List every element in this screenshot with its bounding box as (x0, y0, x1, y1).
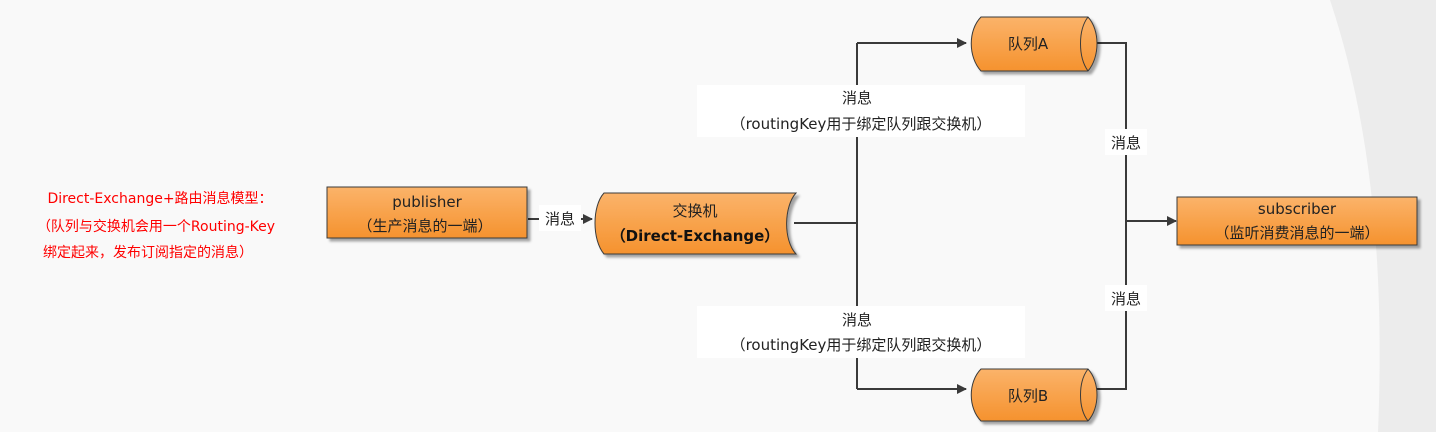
exchange-subtitle: （Direct-Exchange） (611, 227, 780, 245)
title-note-line-1: Direct-Exchange+路由消息模型： (47, 190, 272, 207)
edge-label-line-2: （routingKey用于绑定队列跟交换机） (731, 336, 992, 354)
edge-label-queue-b-subscriber: 消息 (1105, 285, 1147, 311)
queue-a-node[interactable]: 队列A (970, 16, 1098, 72)
subscriber-node[interactable]: subscriber （监听消费消息的一端） (1176, 196, 1418, 246)
exchange-node[interactable]: 交换机 （Direct-Exchange） (594, 192, 798, 255)
edge-label-line-1: 消息 (842, 311, 872, 329)
edge-label-publisher-exchange: 消息 (539, 205, 581, 231)
edge-label-text: 消息 (545, 210, 575, 228)
queue-b-label: 队列B (1008, 387, 1048, 405)
queue-a-label: 队列A (1008, 35, 1049, 53)
edge-label-line-2: （routingKey用于绑定队列跟交换机） (731, 115, 992, 133)
edge-label-text: 消息 (1111, 134, 1141, 152)
edge-label-queue-a-subscriber: 消息 (1105, 129, 1147, 155)
edge-label-exchange-queue-b: 消息 （routingKey用于绑定队列跟交换机） (697, 306, 1025, 358)
publisher-title: publisher (392, 193, 462, 211)
edge-label-line-1: 消息 (842, 89, 872, 107)
edge-queue-a-out (1094, 42, 1127, 223)
edge-label-exchange-queue-a: 消息 （routingKey用于绑定队列跟交换机） (697, 85, 1025, 137)
exchange-title: 交换机 (672, 202, 717, 220)
subscriber-subtitle: （监听消费消息的一端） (1214, 224, 1379, 242)
publisher-node[interactable]: publisher （生产消息的一端） (326, 186, 528, 239)
edge-label-text: 消息 (1111, 290, 1141, 308)
queue-b-node[interactable]: 队列B (970, 368, 1098, 422)
publisher-subtitle: （生产消息的一端） (357, 217, 492, 235)
edge-queue-b-out (1094, 223, 1127, 390)
title-note: Direct-Exchange+路由消息模型： （队列与交换机会用一个Routi… (37, 190, 275, 261)
title-note-line-3: 绑定起来，发布订阅指定的消息） (43, 244, 253, 261)
title-note-line-2: （队列与交换机会用一个Routing-Key (37, 218, 275, 235)
subscriber-title: subscriber (1258, 200, 1337, 218)
